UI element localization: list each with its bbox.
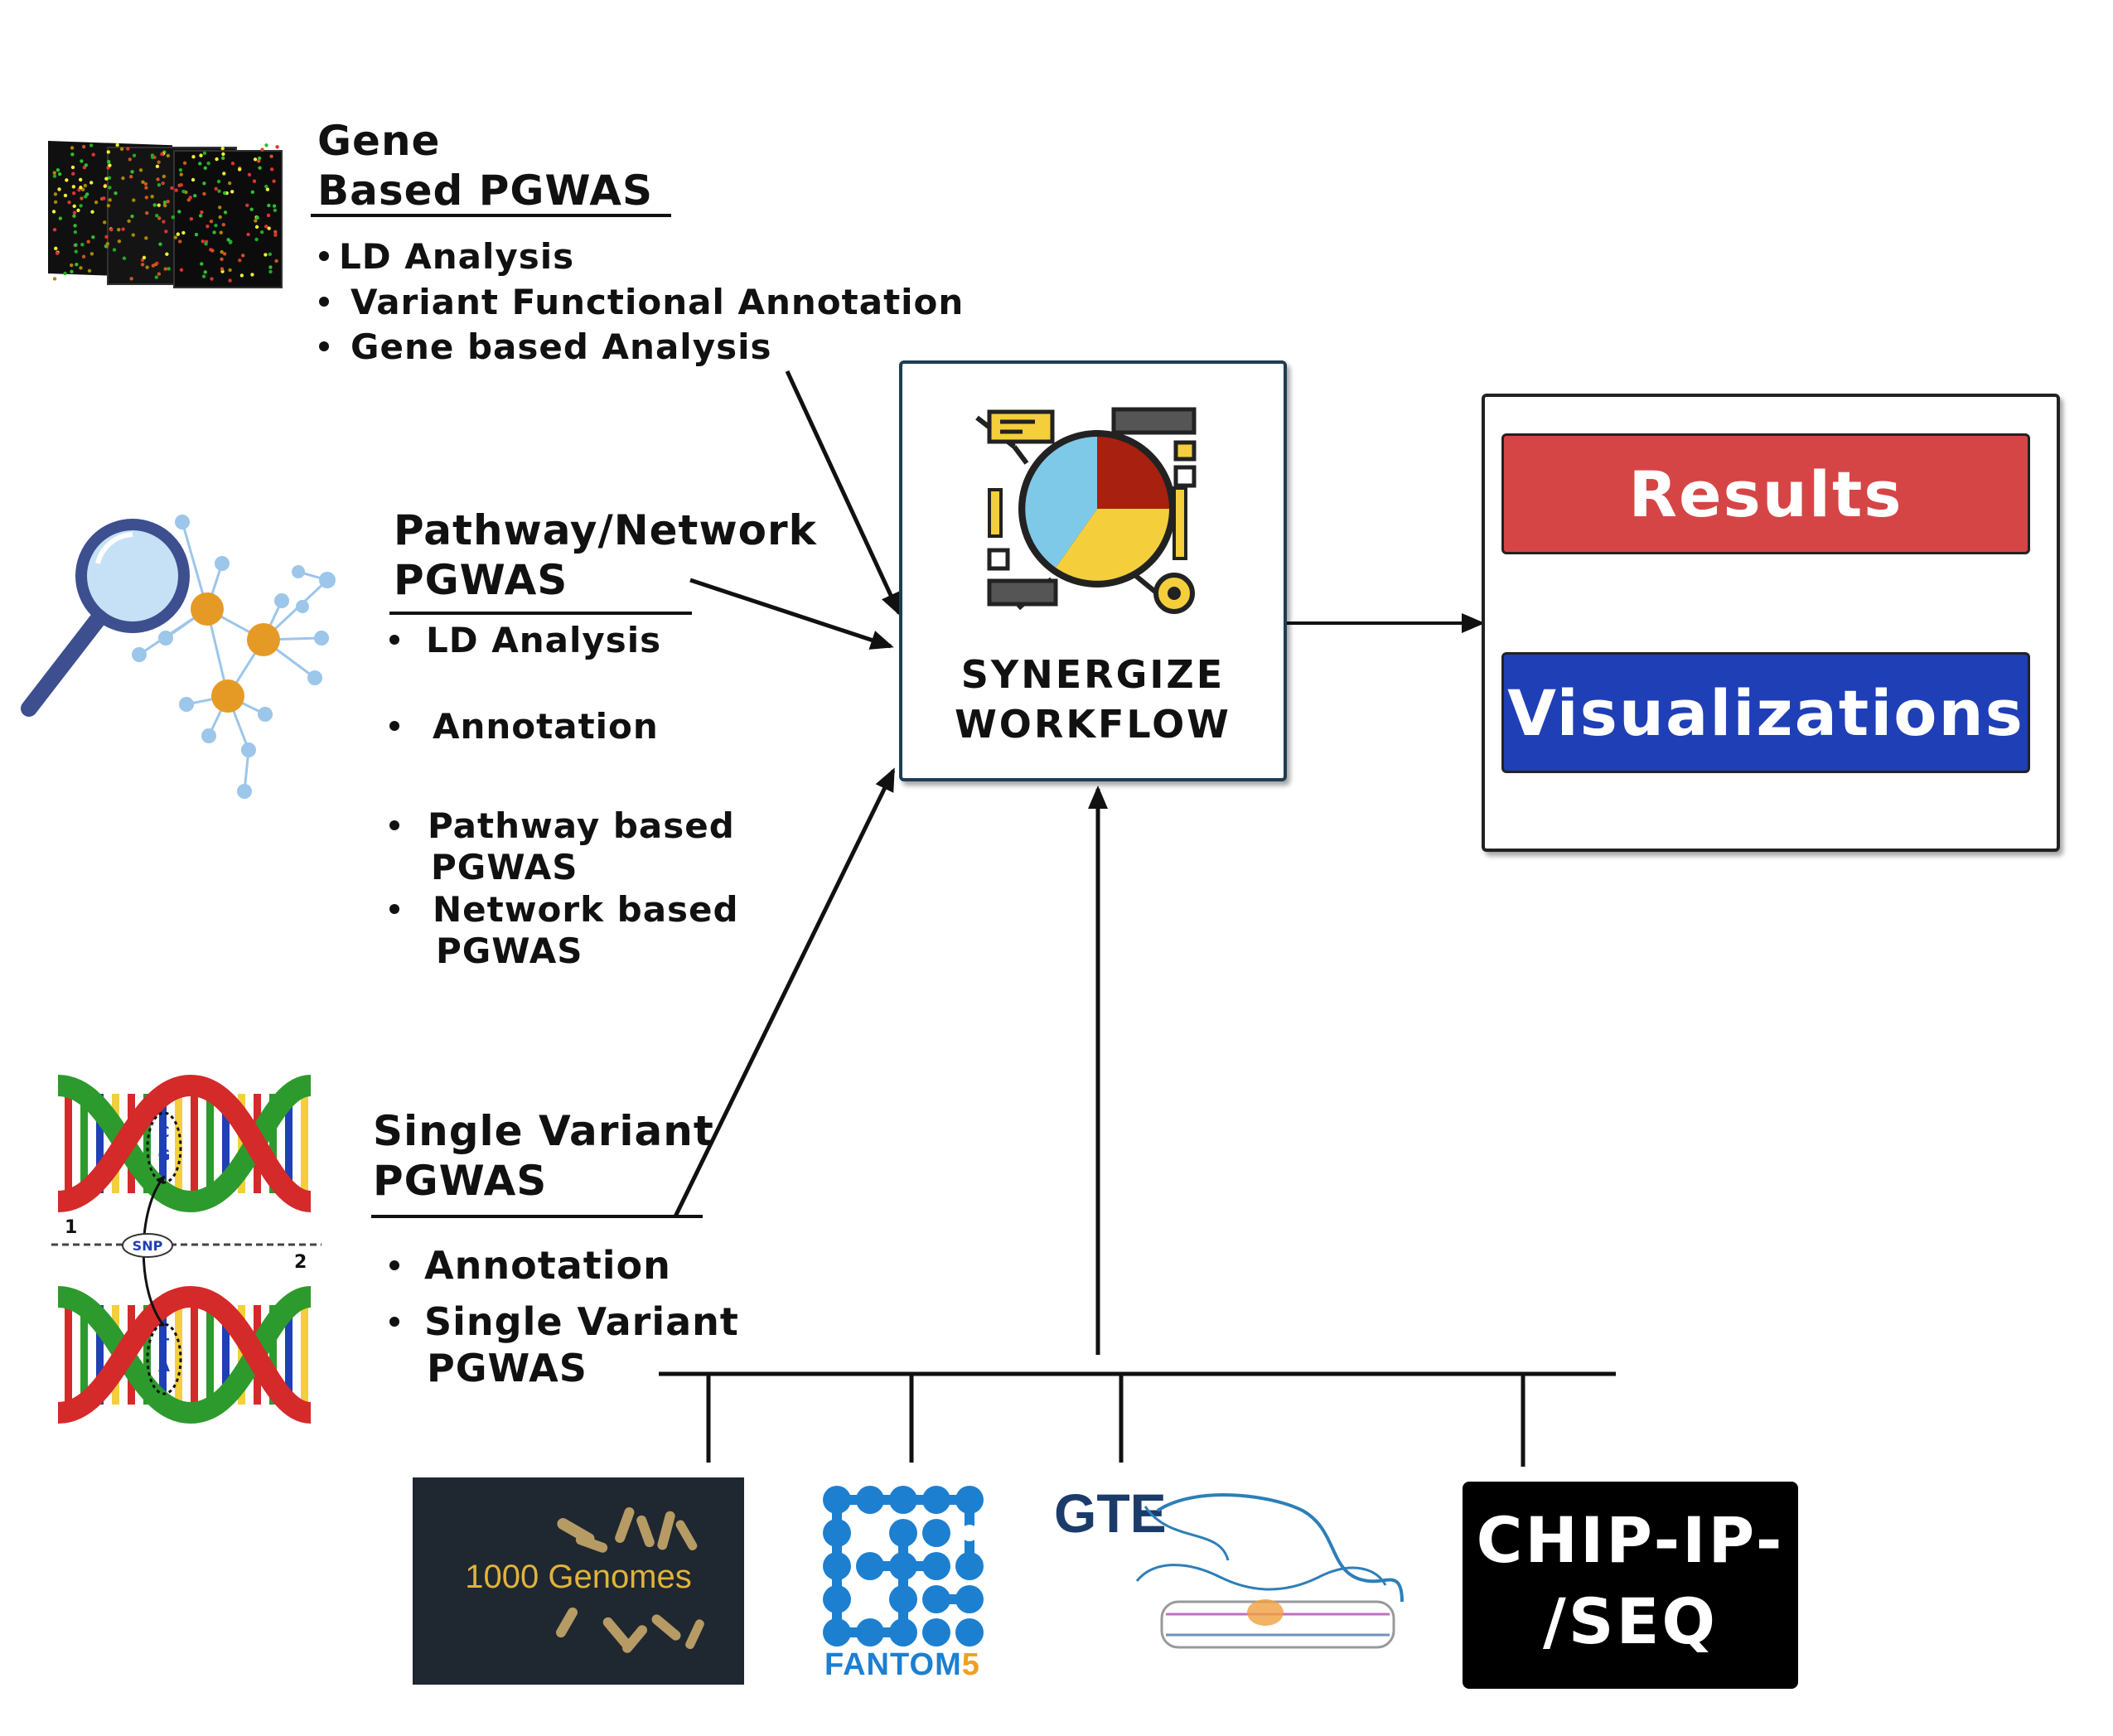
gene-bullet: Gene based Analysis <box>319 326 771 367</box>
svg-text:G: G <box>158 1147 171 1164</box>
dna-label-2: 2 <box>294 1252 307 1273</box>
single-heading-rule <box>371 1215 703 1218</box>
svg-text:A: A <box>158 1358 170 1376</box>
genomes-label: 1000 Genomes <box>465 1559 692 1595</box>
dna-helix-top: C G <box>56 1074 312 1213</box>
gtex-label: GTE <box>1054 1482 1167 1544</box>
genomes-1000-logo: 1000 Genomes <box>413 1477 744 1685</box>
gene-bullet: LD Analysis <box>319 236 574 277</box>
pathway-bullet: LD Analysis <box>389 620 661 660</box>
single-title-line1: Single Variant <box>373 1107 714 1155</box>
arrow-pathway-to-workflow <box>689 578 894 650</box>
fantom-network-icon <box>823 1486 984 1647</box>
gtex-logo: GTE <box>1054 1477 1410 1685</box>
pathway-heading-rule <box>389 612 692 615</box>
workflow-label-line1: SYNERGIZE <box>960 652 1226 697</box>
chip-label-line2: /SEQ <box>1542 1584 1719 1658</box>
dna-label-1: 1 <box>65 1217 77 1238</box>
gene-bullet: Variant Functional Annotation <box>319 282 964 322</box>
single-bullet: Annotation <box>389 1243 671 1288</box>
synergize-workflow-box: SYNERGIZE WORKFLOW <box>899 360 1287 781</box>
workflow-pie-icon <box>975 407 1197 614</box>
network-nodes <box>132 515 336 799</box>
pathway-bullet: Annotation <box>389 706 659 747</box>
pathway-heading: Pathway/Network PGWAS <box>394 505 817 605</box>
fantom-label: FANTOM5 <box>824 1647 980 1682</box>
visualizations-button[interactable]: Visualizations <box>1501 652 2030 773</box>
pathway-title-line1: Pathway/Network <box>394 506 817 554</box>
snp-badge <box>122 1233 173 1258</box>
arrow-gene-to-workflow <box>785 370 902 617</box>
workflow-label: SYNERGIZE WORKFLOW <box>902 650 1284 749</box>
transcription-icon <box>1135 1493 1404 1649</box>
workflow-label-line2: WORKFLOW <box>955 702 1231 747</box>
results-button[interactable]: Results <box>1501 433 2030 554</box>
gene-title-line1: Gene <box>317 117 441 165</box>
results-label: Results <box>1628 457 1903 531</box>
chip-label-line1: CHIP-IP- <box>1476 1503 1785 1577</box>
chromosome-icons <box>556 1506 704 1653</box>
fantom5-logo: FANTOM5 <box>820 1483 994 1690</box>
dna-helix-bottom: T A <box>56 1285 312 1424</box>
snp-label: SNP <box>133 1238 163 1254</box>
single-heading: Single Variant PGWAS <box>373 1106 714 1206</box>
arrow-single-to-workflow <box>673 767 896 1218</box>
gene-heading: Gene Based PGWAS <box>317 116 653 215</box>
svg-text:T: T <box>159 1336 170 1353</box>
visualizations-label: Visualizations <box>1507 675 2024 750</box>
magnifier-glass <box>21 519 190 717</box>
svg-text:C: C <box>158 1124 169 1141</box>
gene-heading-rule <box>311 214 671 217</box>
single-title-line2: PGWAS <box>373 1157 548 1205</box>
pathway-title-line2: PGWAS <box>394 556 568 604</box>
network-hubs <box>191 592 280 713</box>
microarray-icon <box>48 141 283 288</box>
chip-seq-box: CHIP-IP- /SEQ <box>1463 1482 1798 1689</box>
gene-title-line2: Based PGWAS <box>317 167 654 215</box>
